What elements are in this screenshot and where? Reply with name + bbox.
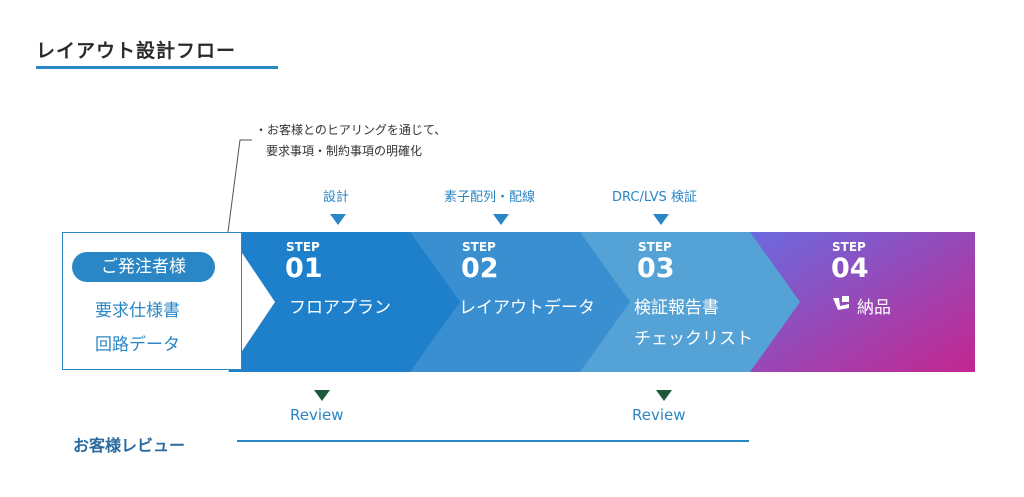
client-item-spec: 要求仕様書 (95, 301, 180, 321)
step-01-band (228, 232, 460, 372)
client-item-circuit: 回路データ (95, 335, 180, 355)
review-title: お客様レビュー (73, 436, 186, 455)
review-timeline-line (237, 440, 749, 442)
phase-verification: DRC/LVS 検証 (612, 190, 697, 205)
step-04-band (745, 232, 975, 372)
client-pill: ご発注者様 (72, 252, 215, 282)
step-04-number: 04 (831, 253, 869, 284)
review-marker-1 (314, 390, 330, 401)
phase-verification-marker (653, 214, 669, 225)
step-02-band (405, 232, 630, 372)
phase-design: 設計 (323, 190, 350, 205)
step-03-label: STEP (638, 240, 672, 254)
step-03-number: 03 (637, 253, 675, 284)
step-03-desc-2: チェックリスト (634, 329, 753, 349)
delivery-icon (833, 296, 849, 310)
step-01-label: STEP (286, 240, 320, 254)
step-01-number: 01 (285, 253, 323, 284)
step-02-label: STEP (462, 240, 496, 254)
step-02-number: 02 (461, 253, 499, 284)
review-marker-2 (656, 390, 672, 401)
phase-design-marker (330, 214, 346, 225)
phase-placement-marker (493, 214, 509, 225)
step-03-desc-1: 検証報告書 (634, 298, 719, 318)
phase-placement: 素子配列・配線 (444, 190, 536, 205)
title-underline (36, 66, 278, 69)
review-label-2: Review (632, 406, 686, 424)
note-line-1: ・お客様とのヒアリングを通じて、 (255, 123, 447, 137)
step-04-label: STEP (832, 240, 866, 254)
page-title: レイアウト設計フロー (36, 40, 237, 62)
step-02-desc: レイアウトデータ (459, 298, 595, 318)
step-04-desc: 納品 (857, 298, 891, 318)
step-01-desc: フロアプラン (289, 298, 391, 318)
step-03-band (575, 232, 800, 372)
review-label-1: Review (290, 406, 344, 424)
note-line-2: 要求事項・制約事項の明確化 (266, 144, 423, 158)
